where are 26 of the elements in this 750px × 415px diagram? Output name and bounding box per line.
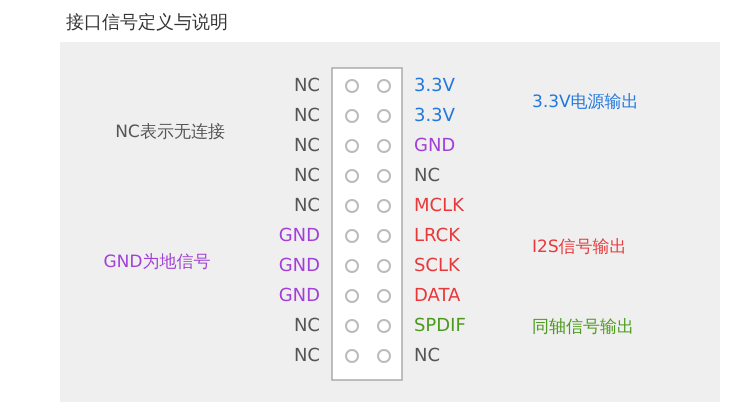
pin-label: NC bbox=[414, 345, 440, 367]
pin-label: MCLK bbox=[414, 195, 464, 217]
pin-label: GND bbox=[414, 135, 456, 157]
note-text: I2S信号输出 bbox=[532, 236, 627, 258]
pin-label: GND bbox=[278, 225, 320, 247]
pin-label: DATA bbox=[414, 285, 460, 307]
note-text: 同轴信号输出 bbox=[532, 316, 634, 338]
pin-label: NC bbox=[294, 165, 320, 187]
pin-label: NC bbox=[294, 135, 320, 157]
note-text: 3.3V电源输出 bbox=[532, 91, 639, 113]
pin-label: GND bbox=[278, 285, 320, 307]
pin-label: NC bbox=[294, 315, 320, 337]
note-text: NC表示无连接 bbox=[115, 121, 225, 143]
pin-label: LRCK bbox=[414, 225, 460, 247]
pin-label: SPDIF bbox=[414, 315, 466, 337]
pin-label: NC bbox=[294, 75, 320, 97]
pin-label: NC bbox=[294, 345, 320, 367]
pin-label: NC bbox=[414, 165, 440, 187]
pin-label: SCLK bbox=[414, 255, 460, 277]
pin-label: 3.3V bbox=[414, 105, 455, 127]
title: 接口信号定义与说明 bbox=[66, 11, 228, 34]
pin-label: 3.3V bbox=[414, 75, 455, 97]
pin-label: NC bbox=[294, 105, 320, 127]
pin-label: GND bbox=[278, 255, 320, 277]
note-text: GND为地信号 bbox=[104, 251, 210, 273]
pin-label: NC bbox=[294, 195, 320, 217]
